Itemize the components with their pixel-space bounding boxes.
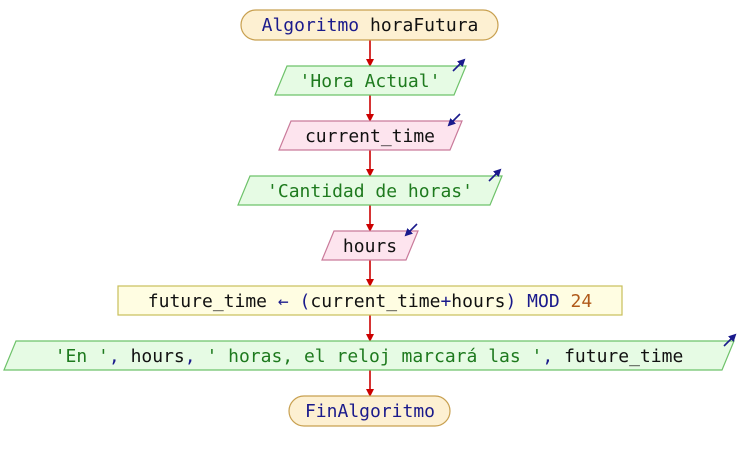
output3-separator-2: , bbox=[185, 346, 196, 367]
expr-open-paren: ( bbox=[300, 291, 311, 312]
output-node-2-label: 'Cantidad de horas' bbox=[267, 181, 473, 202]
output3-var-1: hours bbox=[131, 346, 185, 367]
input-arrow-icon bbox=[447, 113, 461, 127]
output-node-1: 'Hora Actual' bbox=[274, 58, 467, 96]
assign-target: future_time bbox=[148, 291, 267, 312]
expr-close-paren: ) bbox=[505, 291, 516, 312]
output-node-1-shape bbox=[274, 65, 467, 96]
output-node-3-label: 'En ', hours, ' horas, el reloj marcará … bbox=[55, 346, 684, 367]
end-node-label: FinAlgoritmo bbox=[305, 401, 435, 422]
output3-string-1: 'En ' bbox=[55, 346, 109, 367]
end-node: FinAlgoritmo bbox=[288, 395, 451, 427]
output-node-3: 'En ', hours, ' horas, el reloj marcará … bbox=[3, 333, 737, 371]
output3-string-2: ' horas, el reloj marcará las ' bbox=[206, 346, 542, 367]
output3-separator-3: , bbox=[542, 346, 553, 367]
output-node-3-shape bbox=[3, 340, 735, 371]
input-node-2-label: hours bbox=[343, 236, 397, 257]
output-node-1-label: 'Hora Actual' bbox=[300, 71, 441, 92]
expr-mod-keyword: MOD bbox=[527, 291, 560, 312]
expr-number: 24 bbox=[571, 291, 593, 312]
process-node: future_time ← (current_time+hours) MOD 2… bbox=[117, 285, 623, 316]
expr-plus: + bbox=[440, 291, 451, 312]
output-arrow-icon bbox=[488, 168, 502, 182]
process-node-shape bbox=[117, 285, 623, 316]
expr-var-b: hours bbox=[451, 291, 505, 312]
output3-separator-1: , bbox=[109, 346, 120, 367]
output-node-2: 'Cantidad de horas' bbox=[237, 168, 503, 206]
input-node-2: hours bbox=[321, 223, 419, 261]
input-node-1: current_time bbox=[278, 113, 463, 151]
start-node-label: Algoritmo horaFutura bbox=[262, 15, 479, 36]
end-node-shape bbox=[288, 395, 451, 427]
input-node-1-shape bbox=[278, 120, 463, 151]
output-node-2-shape bbox=[237, 175, 503, 206]
input-node-2-shape bbox=[321, 230, 419, 261]
start-keyword: Algoritmo bbox=[262, 15, 360, 36]
start-node: Algoritmo horaFutura bbox=[240, 9, 499, 41]
process-node-label: future_time ← (current_time+hours) MOD 2… bbox=[148, 291, 592, 312]
expr-var-a: current_time bbox=[310, 291, 440, 312]
input-arrow-icon bbox=[404, 223, 418, 237]
start-node-shape bbox=[240, 9, 499, 41]
assign-operator: ← bbox=[278, 291, 289, 312]
output-arrow-icon bbox=[723, 333, 737, 347]
output-arrow-icon bbox=[452, 58, 466, 72]
algorithm-name: horaFutura bbox=[370, 15, 478, 36]
output3-var-2: future_time bbox=[564, 346, 683, 367]
input-node-1-label: current_time bbox=[305, 126, 435, 147]
